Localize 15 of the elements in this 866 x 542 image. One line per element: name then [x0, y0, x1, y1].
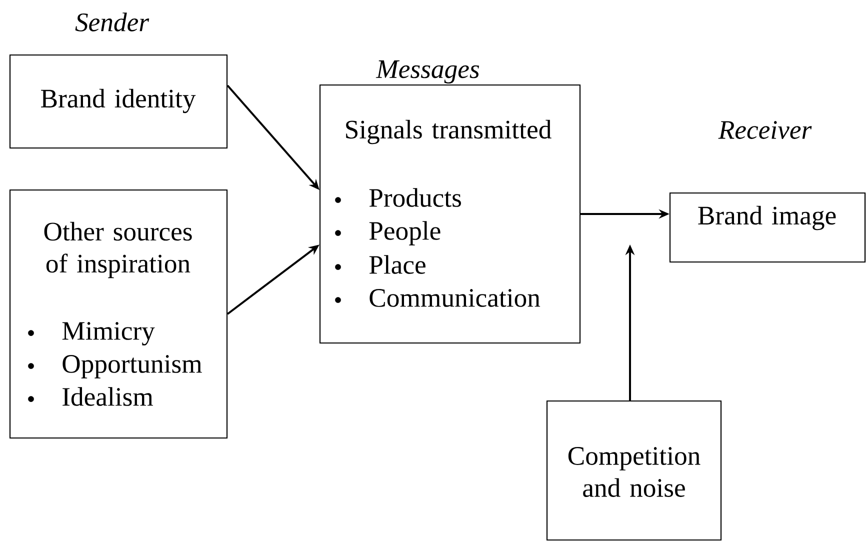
- box-title: Signals transmitted: [346, 120, 552, 144]
- box-title: Other sources of inspiration: [44, 222, 192, 278]
- box-title: Brand image: [698, 206, 836, 230]
- column-heading: Receiver: [718, 121, 812, 139]
- list-item: Idealism: [28, 387, 154, 406]
- column-heading: Sender: [75, 12, 150, 32]
- list-item: Products: [335, 188, 461, 207]
- list-item: Opportunism: [28, 355, 202, 378]
- list-item: Communication: [335, 289, 540, 307]
- box-title: Competition and noise: [568, 447, 700, 497]
- box-title: Brand identity: [41, 88, 196, 114]
- list-item: Place: [335, 255, 426, 274]
- list-item: People: [335, 221, 440, 246]
- list-item: Mimicry: [28, 322, 155, 346]
- column-heading: Messages: [376, 60, 480, 84]
